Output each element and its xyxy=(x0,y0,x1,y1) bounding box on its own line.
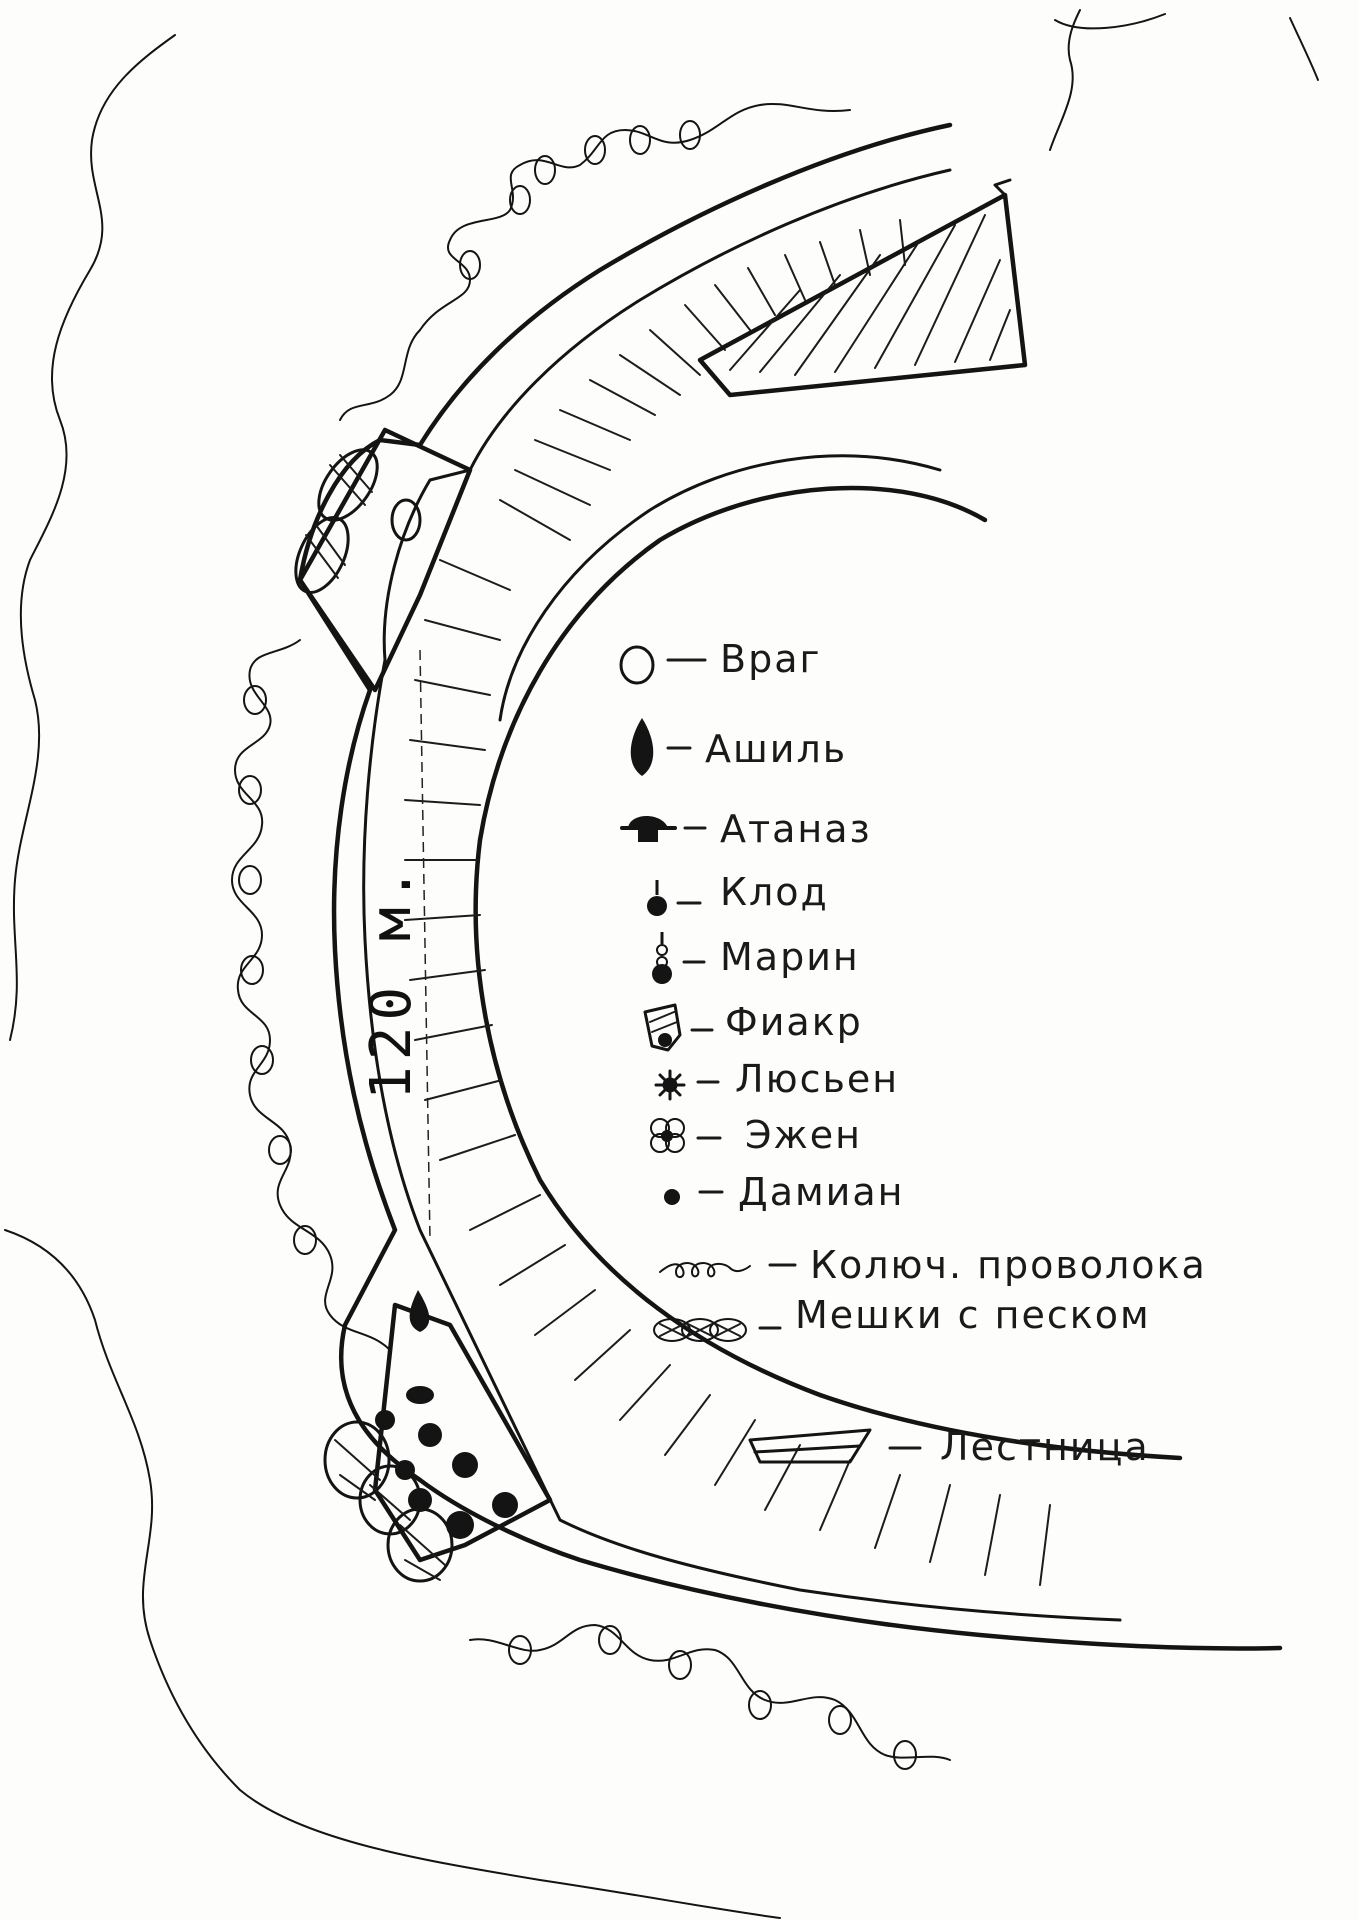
trench-outer-edge xyxy=(297,122,1283,1651)
terrain-line-right xyxy=(1049,9,1081,151)
sandbags-lower xyxy=(323,1420,454,1583)
legend-row-2: Ашиль xyxy=(630,718,847,776)
small-drop-icon xyxy=(647,880,667,916)
legend: Враг Ашиль Атаназ Клод xyxy=(619,637,1207,1469)
sandbags-upper xyxy=(294,448,379,594)
legend-label-9: Дамиан xyxy=(738,1170,904,1214)
legend-label-5: Марин xyxy=(720,935,860,979)
spark-icon xyxy=(654,1069,686,1101)
flower-icon xyxy=(650,1118,685,1153)
sandbags-icon xyxy=(653,1318,747,1342)
trench-hatching xyxy=(404,219,1051,1586)
terrain-line-top xyxy=(1054,13,1166,30)
legend-label-4: Клод xyxy=(720,870,829,914)
scale-label: 120 м. xyxy=(359,862,424,1100)
barbed-wire-loops xyxy=(238,120,917,1770)
hatched-drop-icon xyxy=(643,1003,682,1052)
legend-row-8: Эжен xyxy=(650,1113,862,1157)
lower-bastion xyxy=(323,1290,553,1583)
upper-bastion xyxy=(294,427,473,693)
terrain-line-corner xyxy=(1289,17,1319,81)
legend-row-11: Мешки с песком xyxy=(653,1293,1151,1342)
legend-label-2: Ашиль xyxy=(705,727,847,771)
barbed-wire-icon xyxy=(659,1262,751,1278)
helmet-icon xyxy=(620,816,677,842)
soldiers-in-bastion xyxy=(375,1290,518,1539)
legend-row-5: Марин xyxy=(652,932,860,984)
terrain-line-lower xyxy=(4,1229,781,1919)
legend-label-6: Фиакр xyxy=(725,1000,863,1044)
legend-label-10: Колюч. проволока xyxy=(810,1243,1207,1287)
ladder-icon xyxy=(748,1428,872,1464)
legend-label-7: Люсьен xyxy=(735,1057,899,1101)
legend-row-6: Фиакр xyxy=(643,1000,863,1052)
legend-label-11: Мешки с песком xyxy=(795,1293,1151,1337)
legend-row-3: Атаназ xyxy=(620,807,872,851)
terrain-line-left xyxy=(9,34,176,1041)
enemy-circle-icon xyxy=(619,645,655,685)
scale-line xyxy=(419,649,431,1241)
legend-label-8: Эжен xyxy=(745,1113,862,1157)
legend-label-12: Лестница xyxy=(940,1425,1150,1469)
chain-drop-icon xyxy=(652,932,672,984)
legend-row-10: Колюч. проволока xyxy=(659,1243,1207,1287)
enemy-circle-marker xyxy=(390,498,422,542)
trench-inner-edge-2 xyxy=(498,454,942,722)
barbed-wire-outer xyxy=(231,103,951,1761)
trench-parapet-line xyxy=(362,168,1122,1622)
legend-label-enemy: Враг xyxy=(720,637,821,681)
legend-row-9: Дамиан xyxy=(664,1170,904,1214)
legend-row-4: Клод xyxy=(647,870,829,916)
dot-icon xyxy=(664,1189,680,1205)
legend-row-enemy: Враг xyxy=(619,637,821,685)
legend-row-12: Лестница xyxy=(748,1425,1150,1469)
drop-icon xyxy=(630,718,654,776)
legend-row-7: Люсьен xyxy=(654,1057,899,1101)
ladder-top xyxy=(697,178,1028,398)
legend-label-3: Атаназ xyxy=(720,807,872,851)
